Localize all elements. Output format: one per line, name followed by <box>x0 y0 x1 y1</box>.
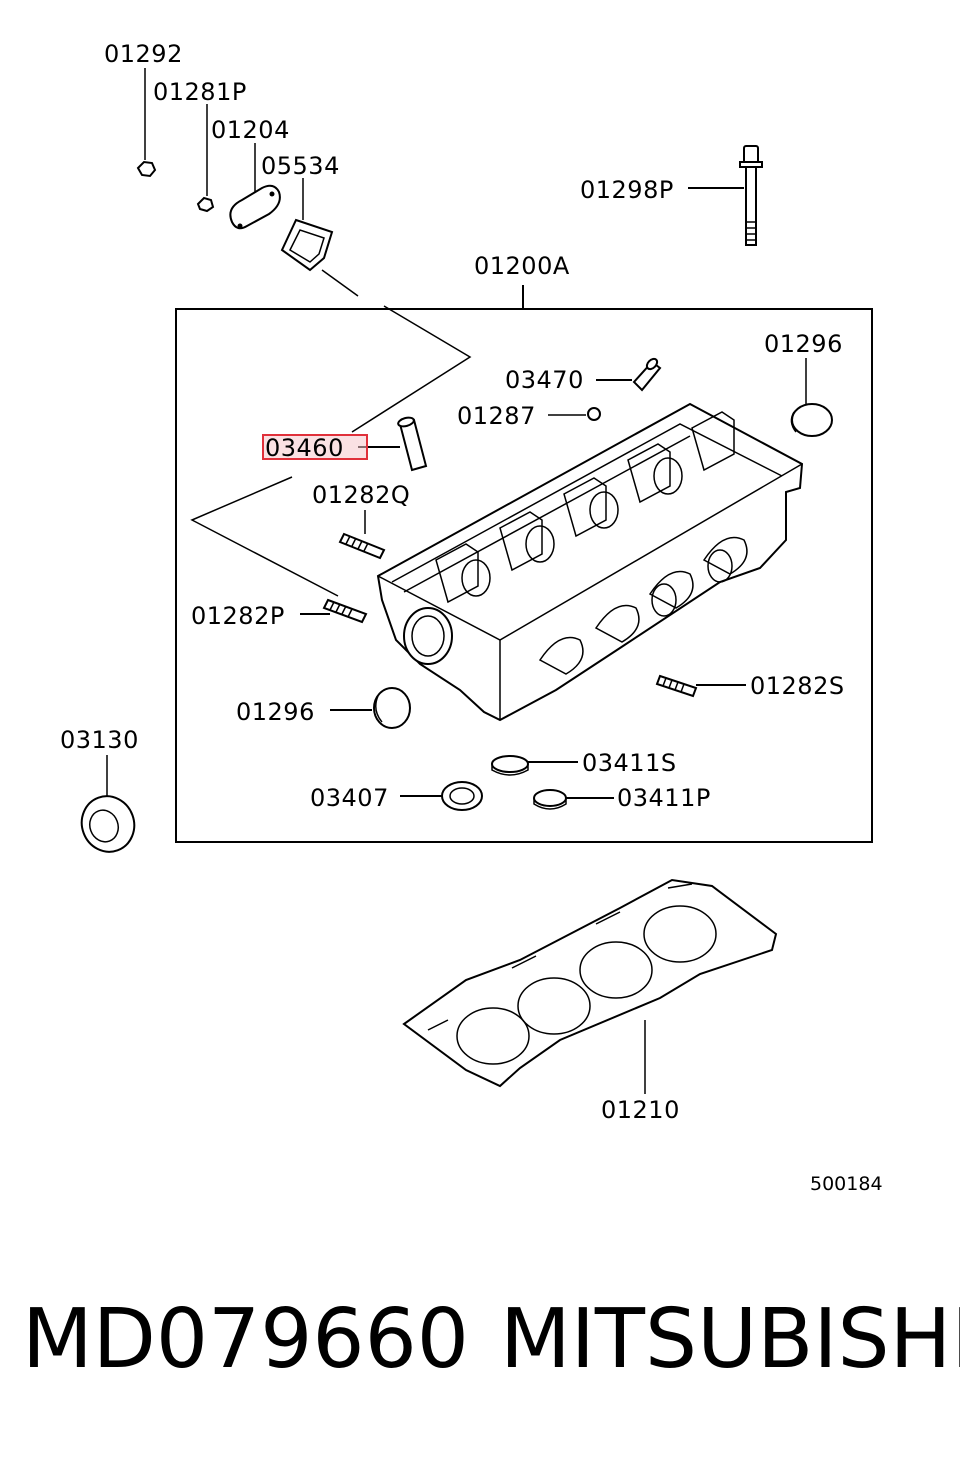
oil-seal-03130 <box>80 755 136 853</box>
callout-03460: 03460 <box>265 434 344 462</box>
callout-01298P: 01298P <box>580 176 674 204</box>
brand-name: MITSUBISHI <box>500 1292 960 1387</box>
stud-01282S <box>655 674 746 698</box>
callout-01292: 01292 <box>104 40 183 68</box>
stud-01282Q <box>338 510 386 560</box>
callout-03411S: 03411S <box>582 749 677 777</box>
screw-01281P <box>196 104 215 213</box>
highlight-box <box>262 434 368 460</box>
seal-03407 <box>400 781 483 811</box>
plug-01296-top <box>790 358 833 437</box>
callout-01282S: 01282S <box>750 672 845 700</box>
diagram-ref: 500184 <box>810 1173 883 1195</box>
callout-03130: 03130 <box>60 726 139 754</box>
plug-01287 <box>548 407 601 421</box>
callout-03411P: 03411P <box>617 784 711 812</box>
seal-03411S <box>491 755 578 776</box>
dowel-03470 <box>596 357 662 392</box>
cover-plate-01204 <box>229 143 281 230</box>
callout-03407: 03407 <box>310 784 389 812</box>
guide-lines <box>190 305 472 597</box>
seal-03411P <box>533 789 614 810</box>
callout-01296-bottom: 01296 <box>236 698 315 726</box>
part-number: MD079660 <box>22 1292 469 1387</box>
callout-01296-top: 01296 <box>764 330 843 358</box>
gasket-05534 <box>280 178 359 297</box>
plug-01296-bottom <box>330 687 411 729</box>
callout-01210: 01210 <box>601 1096 680 1124</box>
callout-01200A: 01200A <box>474 252 570 280</box>
nut-01292 <box>136 68 157 178</box>
stud-01282P <box>300 598 368 624</box>
callout-01282Q: 01282Q <box>312 481 410 509</box>
callout-01282P: 01282P <box>191 602 285 630</box>
valve-guide-03460 <box>358 416 428 472</box>
cylinder-head <box>376 402 804 722</box>
callout-05534: 05534 <box>261 152 340 180</box>
callout-03470: 03470 <box>505 366 584 394</box>
callout-01281P: 01281P <box>153 78 247 106</box>
callout-01287: 01287 <box>457 402 536 430</box>
head-gasket-01210 <box>402 878 778 1094</box>
bolt-01298P <box>688 145 763 246</box>
callout-01204: 01204 <box>211 116 290 144</box>
